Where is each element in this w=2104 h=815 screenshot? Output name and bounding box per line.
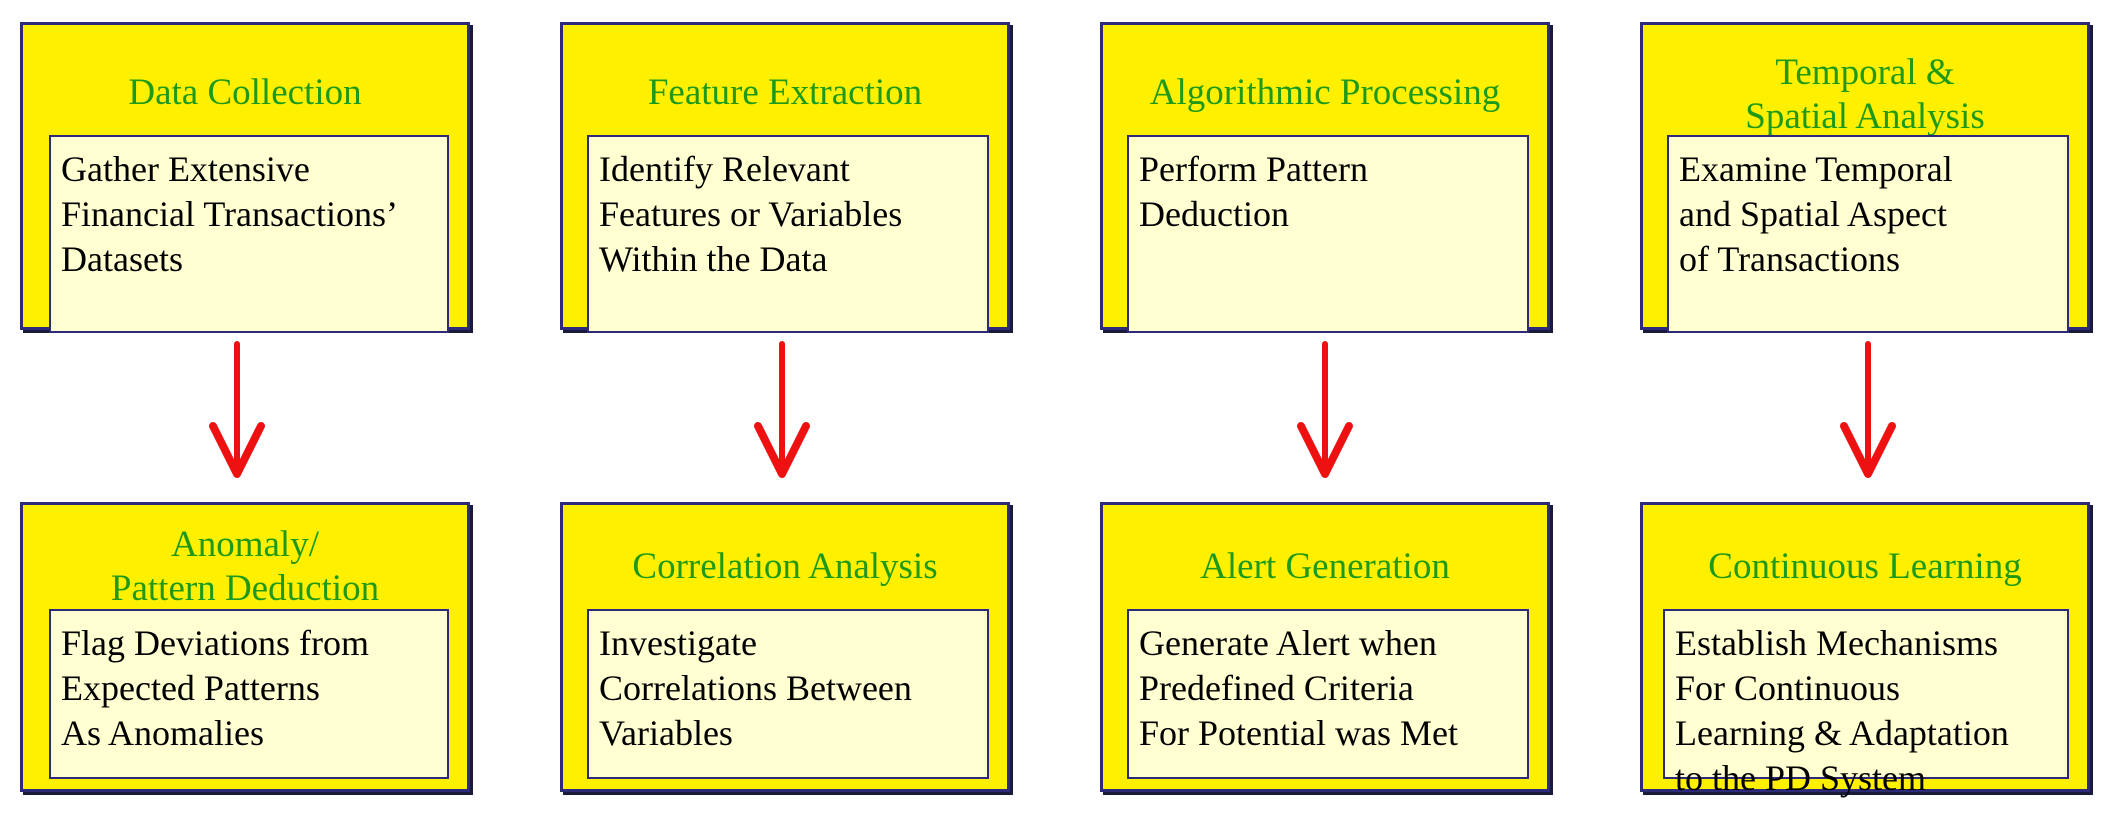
arrow-head [1297,422,1353,478]
step-description: Generate Alert when Predefined Criteria … [1127,609,1529,779]
step-title: Correlation Analysis [632,546,938,587]
arrow-head [754,422,810,478]
step-title: Data Collection [128,72,362,113]
step-description: Gather Extensive Financial Transactions’… [49,135,449,333]
step-description: Flag Deviations from Expected Patterns A… [49,609,449,779]
step-description: Investigate Correlations Between Variabl… [587,609,989,779]
step-description: Perform Pattern Deduction [1127,135,1529,333]
arrow-algorithmic-processing-to-alert-generation [1297,341,1353,478]
step-title: Algorithmic Processing [1149,72,1501,113]
arrow-head [209,422,265,478]
step-description: Examine Temporal and Spatial Aspect of T… [1667,135,2069,333]
step-title: Temporal & Spatial Analysis [1745,52,1985,137]
step-description: Establish Mechanisms For Continuous Lear… [1663,609,2069,798]
arrow-feature-extraction-to-correlation-analysis [754,341,810,478]
arrow-temporal-spatial-analysis-to-continuous-learning [1840,341,1896,478]
step-description: Identify Relevant Features or Variables … [587,135,989,333]
step-title: Alert Generation [1200,546,1450,587]
arrow-data-collection-to-anomaly-pattern-deduction [209,341,265,478]
arrow-head [1840,422,1896,478]
step-title: Continuous Learning [1708,546,2022,587]
step-title: Feature Extraction [647,72,923,113]
step-title: Anomaly/ Pattern Deduction [110,524,380,609]
